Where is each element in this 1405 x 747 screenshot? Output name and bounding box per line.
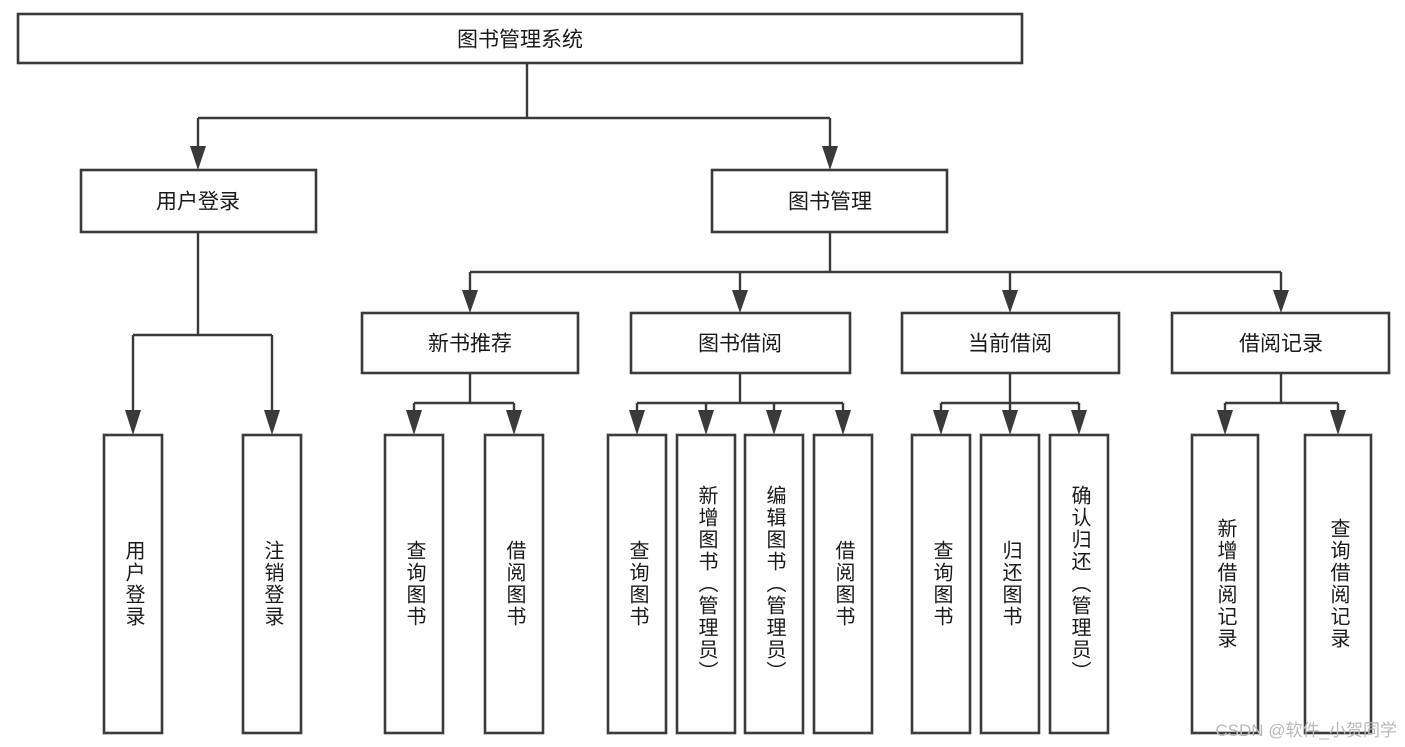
arrow-book-borrow-leaf-3: [835, 410, 851, 435]
leaf-borrow-record-0-box[interactable]: [1190, 433, 1260, 735]
leaf-current-borrow-1-box[interactable]: [979, 433, 1041, 735]
leaf-book-borrow-2-label: 编辑图书（管理员）: [763, 485, 786, 683]
leaf-new-book-recommend-1-box[interactable]: [483, 433, 545, 735]
node-root-label: 图书管理系统: [457, 29, 583, 52]
node-borrow-record-box[interactable]: [1170, 311, 1391, 375]
arrow-book-borrow-leaf-1: [698, 410, 714, 435]
arrow-new-book-leaf-1: [506, 410, 522, 435]
leaf-book-borrow-2-box[interactable]: [743, 433, 805, 735]
node-current-borrow-label: 当前借阅: [968, 333, 1052, 356]
leaf-book-borrow-0-label: 查询图书: [626, 540, 649, 628]
leaf-book-borrow-1-box[interactable]: [675, 433, 737, 735]
arrow-to-user-login: [190, 146, 206, 170]
leaf-current-borrow-0[interactable]: 查询图书: [910, 433, 972, 735]
leaf-current-borrow-1-label: 归还图书: [999, 540, 1022, 628]
arrow-to-book-borrow: [732, 290, 748, 313]
leaf-current-borrow-1[interactable]: 归还图书: [979, 433, 1041, 735]
leaf-book-borrow-3-box[interactable]: [812, 433, 874, 735]
leaf-borrow-record-1-label: 查询借阅记录: [1327, 518, 1350, 650]
node-user-login[interactable]: 用户登录: [79, 168, 318, 234]
leaf-user-login-0[interactable]: 用户登录: [102, 433, 164, 735]
arrow-borrow-record-leaf-0: [1217, 410, 1233, 435]
leaf-user-login-0-label: 用户登录: [122, 540, 145, 628]
leaf-borrow-record-0[interactable]: 新增借阅记录: [1190, 433, 1260, 735]
leaf-current-borrow-2[interactable]: 确认归还（管理员）: [1048, 433, 1110, 735]
arrow-user-login-leaf-0: [125, 410, 141, 435]
leaf-new-book-recommend-0-box[interactable]: [383, 433, 445, 735]
leaf-book-borrow-1-label: 新增图书（管理员）: [695, 485, 718, 683]
leaf-user-login-1[interactable]: 注销登录: [241, 433, 303, 735]
arrow-new-book-leaf-0: [406, 410, 422, 435]
node-current-borrow[interactable]: 当前借阅: [900, 311, 1121, 375]
edges-layer: [125, 63, 1346, 435]
node-current-borrow-box[interactable]: [900, 311, 1121, 375]
leaf-book-borrow-0[interactable]: 查询图书: [606, 433, 668, 735]
leaf-new-book-recommend-1-label: 借阅图书: [503, 540, 526, 628]
node-book-borrow-box[interactable]: [629, 311, 852, 375]
node-user-login-box[interactable]: [79, 168, 318, 234]
node-new-book-recommend[interactable]: 新书推荐: [360, 311, 580, 375]
leaf-new-book-recommend-1[interactable]: 借阅图书: [483, 433, 545, 735]
leaf-new-book-recommend-0[interactable]: 查询图书: [383, 433, 445, 735]
arrow-borrow-record-leaf-1: [1330, 410, 1346, 435]
leaf-new-book-recommend-0-label: 查询图书: [403, 540, 426, 628]
leaf-book-borrow-0-box[interactable]: [606, 433, 668, 735]
node-book-management[interactable]: 图书管理: [710, 168, 949, 234]
leaf-borrow-record-1[interactable]: 查询借阅记录: [1303, 433, 1373, 735]
node-borrow-record-label: 借阅记录: [1239, 333, 1323, 356]
node-book-management-box[interactable]: [710, 168, 949, 234]
node-user-login-label: 用户登录: [156, 191, 240, 214]
leaf-user-login-1-box[interactable]: [241, 433, 303, 735]
leaf-current-borrow-0-label: 查询图书: [930, 540, 953, 628]
arrow-to-current-borrow: [1002, 290, 1018, 313]
leaf-current-borrow-0-box[interactable]: [910, 433, 972, 735]
arrow-to-book-manage: [822, 146, 838, 170]
node-new-book-recommend-label: 新书推荐: [428, 333, 512, 356]
leaf-borrow-record-0-label: 新增借阅记录: [1214, 518, 1237, 650]
csdn-watermark: CSDN @软件_小贺同学: [1215, 721, 1397, 740]
arrow-current-borrow-leaf-0: [933, 410, 949, 435]
leaf-book-borrow-2[interactable]: 编辑图书（管理员）: [743, 433, 805, 735]
arrow-current-borrow-leaf-1: [1002, 410, 1018, 435]
node-book-borrow-label: 图书借阅: [698, 333, 782, 356]
arrow-user-login-leaf-1: [264, 410, 280, 435]
leaf-current-borrow-2-box[interactable]: [1048, 433, 1110, 735]
node-book-borrow[interactable]: 图书借阅: [629, 311, 852, 375]
leaf-book-borrow-3[interactable]: 借阅图书: [812, 433, 874, 735]
node-borrow-record[interactable]: 借阅记录: [1170, 311, 1391, 375]
leaf-user-login-0-box[interactable]: [102, 433, 164, 735]
arrow-to-new-book: [462, 290, 478, 313]
leaf-borrow-record-1-box[interactable]: [1303, 433, 1373, 735]
node-root-system[interactable]: 图书管理系统: [16, 12, 1024, 65]
leaf-current-borrow-2-label: 确认归还（管理员）: [1068, 485, 1091, 683]
arrow-book-borrow-leaf-0: [629, 410, 645, 435]
leaf-book-borrow-1[interactable]: 新增图书（管理员）: [675, 433, 737, 735]
node-new-book-recommend-box[interactable]: [360, 311, 580, 375]
leaf-user-login-1-label: 注销登录: [261, 540, 284, 628]
leaf-book-borrow-3-label: 借阅图书: [832, 540, 855, 628]
node-root-box[interactable]: [16, 12, 1024, 65]
arrow-book-borrow-leaf-2: [766, 410, 782, 435]
node-book-management-label: 图书管理: [788, 191, 872, 214]
arrow-to-borrow-record: [1273, 290, 1289, 313]
arrow-current-borrow-leaf-2: [1071, 410, 1087, 435]
